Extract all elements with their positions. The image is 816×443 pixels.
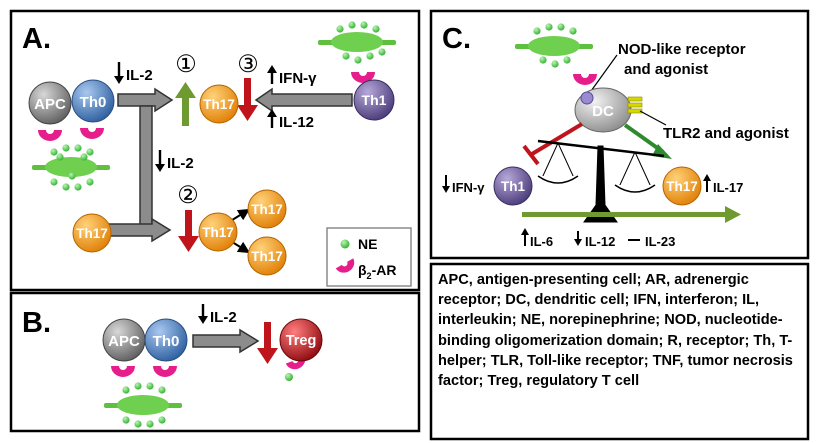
th17-cell: Th17 [247,189,287,229]
panel-b-frame [9,291,421,433]
treg-cell: Treg [279,318,323,362]
gray-flow-arrows-a [99,87,353,243]
ne-membrane-c [515,23,593,68]
ne-ar-legend: NE β2-AR [326,227,412,287]
nod-label-line2: and agonist [624,61,708,78]
apc-cell [28,81,72,125]
inhibit-bar [522,144,540,166]
panel-a-frame [9,9,421,292]
svg-text:IL-23: IL-23 [645,234,675,249]
beta2-receptor-icon [153,366,177,377]
red-down-arrow [237,78,258,121]
svg-text:Th17: Th17 [76,226,108,241]
svg-text:IL-12: IL-12 [279,114,314,131]
ifn-gamma-down: IFN-γ [442,175,485,195]
svg-text:Treg: Treg [286,333,317,349]
th17-cell: Th17 [247,236,287,276]
svg-text:IFN-γ: IFN-γ [452,180,485,195]
arrow-th0-to-treg [192,328,260,354]
il6-up: IL-6 [521,228,553,249]
il23-unchanged: IL-23 [628,234,675,249]
apc-th0-pair-b: APC Th0 [102,318,188,377]
il12-down: IL-12 [574,231,615,249]
ne-membrane-th1 [318,21,396,64]
svg-text:Th17: Th17 [251,249,283,264]
svg-text:Th0: Th0 [153,333,180,350]
red-down-arrow [178,210,199,252]
ifn-gamma-up: IFN-γ [267,65,317,87]
apc-th0-pair-a: APC Th0 [28,79,115,141]
th17-cell: Th17 [72,213,112,253]
svg-text:IL-12: IL-12 [585,234,615,249]
panel-a-letter: A. [22,23,51,55]
svg-text:IFN-γ: IFN-γ [279,70,317,87]
svg-text:IL-17: IL-17 [713,180,743,195]
apc-label: APC [34,96,66,113]
svg-text:IL-6: IL-6 [530,234,553,249]
svg-text:Th17: Th17 [666,179,698,194]
svg-text:IL-2: IL-2 [167,155,194,172]
ne-legend-dot [340,239,350,249]
th1-cell: Th1 [493,166,533,206]
svg-text:Th1: Th1 [362,92,387,108]
beta2-ar-legend-label: β2-AR [358,262,396,281]
step-2-marker: ② [177,182,199,209]
ne-dot [285,373,293,381]
svg-text:Th17: Th17 [203,97,235,112]
cytokine-gradient-arrow [522,206,741,223]
red-down-arrow [257,322,278,364]
th17-cell: Th17 [662,166,702,206]
panel-b-letter: B. [22,307,51,339]
il2-down-mid: IL-2 [155,150,194,172]
tlr2-receptor-icon [627,96,643,114]
th17-cell: Th17 [199,84,239,124]
th1-cell: Th1 [353,79,395,121]
beta2-receptor-icon [335,258,355,273]
panel-c-frame [429,9,810,260]
tlr2-label: TLR2 and agonist [663,125,789,142]
svg-text:APC: APC [108,333,140,350]
il2-down-b: IL-2 [198,304,237,326]
green-up-arrow [175,82,196,126]
ne-membrane-b [104,382,182,428]
arrow-th0-to-th17 [117,87,174,113]
inhibit-line [530,122,584,156]
tlr2-pointer-line [639,110,667,126]
beta2-receptor-icon [80,128,104,139]
abbreviation-legend: APC, antigen-presenting cell; AR, adrene… [438,272,793,390]
beta2-receptor-icon [573,74,597,85]
nod-label-line1: NOD-like receptor [618,41,746,58]
il12-up: IL-12 [267,109,314,131]
th0-label: Th0 [80,94,107,111]
svg-text:DC: DC [592,103,614,120]
th17-cell: Th17 [198,212,238,252]
step-3-marker: ③ [237,51,259,78]
il2-down-top: IL-2 [114,62,153,84]
beta2-receptor-icon [111,366,135,377]
arrow-th1-to-th17 [254,87,353,113]
th0-cell [144,318,188,362]
beta2-receptor-icon [38,130,62,141]
svg-text:Th17: Th17 [202,225,234,240]
svg-text:IL-2: IL-2 [126,67,153,84]
svg-text:Th1: Th1 [501,179,525,194]
il17-up: IL-17 [703,174,743,195]
svg-text:Th17: Th17 [251,202,283,217]
ne-legend-label: NE [358,236,377,252]
abbreviation-frame [429,262,810,441]
arrow-vertical-stem [139,105,153,226]
panel-c-letter: C. [442,23,471,55]
svg-text:IL-2: IL-2 [210,309,237,326]
ne-membrane-a [32,144,110,191]
dc-cell: DC [574,87,632,133]
th0-cell [71,79,115,123]
step-1-marker: ① [175,51,197,78]
balance-scale-icon [537,139,665,223]
nod-receptor-icon [580,91,594,105]
